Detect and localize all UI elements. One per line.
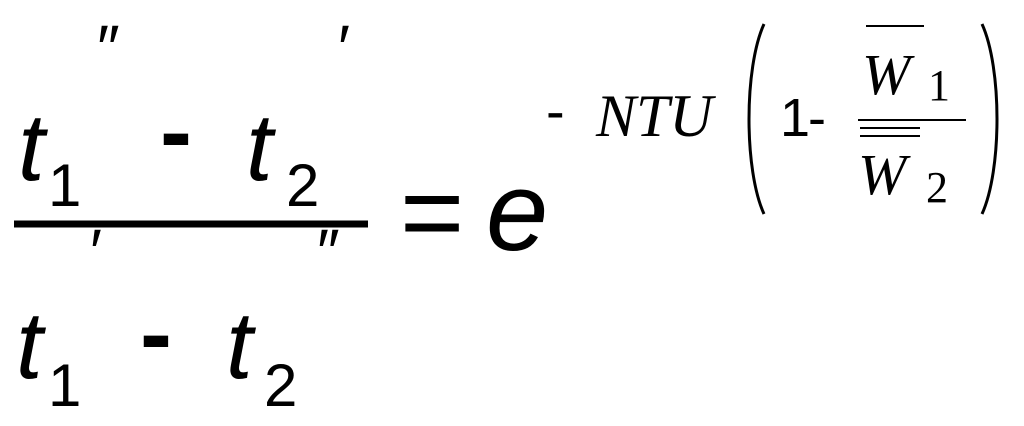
inner-denominator-symbol: W [858,142,911,207]
exponent-open-paren [747,23,766,215]
numerator-left-subscript: 1 [48,152,81,219]
inner-numerator-subscript: 1 [928,61,950,110]
numerator-right-symbol: t [246,94,276,201]
denominator-left-symbol: t [16,292,46,399]
main-fraction: t 1 ″ - t 2 ′ ′ t 1 - t 2 ″ [14,12,368,419]
inner-fraction: W 1 W 2 [858,25,966,212]
numerator: t 1 ″ - t 2 ′ [18,12,349,219]
exponent-factor: NTU [595,83,716,149]
exponential-base: e [486,149,548,274]
exponent-minus: - [808,88,826,148]
numerator-right-prime: ′ [335,12,349,84]
denominator-operator: - [140,280,172,387]
numerator-operator: - [160,78,192,185]
equals-sign: = [400,151,464,274]
denominator-right-prime: ″ [314,216,339,288]
denominator-right-symbol: t [226,292,256,399]
denominator-right-subscript: 2 [264,352,297,419]
exponent-one: 1 [780,88,810,148]
denominator-left-prime: ′ [90,216,102,288]
numerator-right-subscript: 2 [286,152,319,219]
denominator: ′ t 1 - t 2 ″ [16,216,339,419]
denominator-left-subscript: 1 [48,352,81,419]
inner-denominator-subscript: 2 [926,163,948,212]
numerator-left-symbol: t [18,94,48,201]
exponent-leading-operator: - [546,79,565,142]
inner-numerator-symbol: W [862,42,915,107]
exponent-close-paren [980,23,999,215]
exponent: - NTU 1 - W 1 W 2 [546,23,999,215]
numerator-left-prime: ″ [94,12,119,84]
